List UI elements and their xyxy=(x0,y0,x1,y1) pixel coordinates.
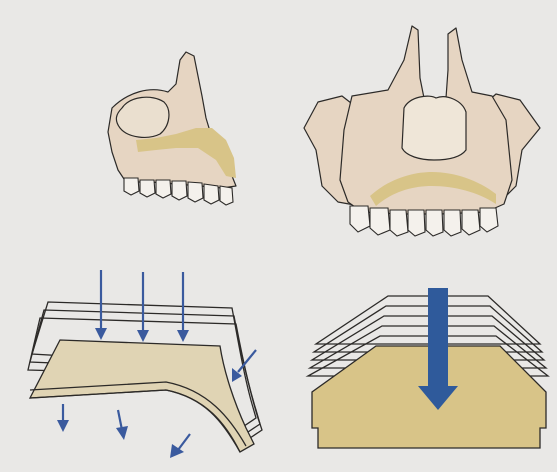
arrow-bottom-1-head xyxy=(57,420,69,432)
tooth xyxy=(462,210,480,235)
arrow-down-1-head xyxy=(95,328,107,340)
tooth xyxy=(172,181,187,200)
tooth xyxy=(444,210,461,236)
arrow-down-3-head xyxy=(177,330,189,342)
curved-layers-diagram xyxy=(28,270,262,458)
big-arrow-shaft xyxy=(428,288,448,390)
tooth xyxy=(124,178,139,195)
skull-frontal-view xyxy=(304,26,540,236)
tooth xyxy=(140,180,155,197)
maxilla-lateral-view xyxy=(108,52,236,205)
stacked-layers-diagram xyxy=(308,288,548,448)
arrow-bottom-3 xyxy=(178,434,190,450)
arrow-bottom-2-head xyxy=(116,426,128,440)
bottom-arrows xyxy=(57,404,190,458)
nasal-aperture xyxy=(402,96,466,160)
tooth xyxy=(188,182,203,202)
tooth xyxy=(156,180,171,198)
arrow-down-2-head xyxy=(137,330,149,342)
tooth xyxy=(480,208,498,232)
tooth xyxy=(204,184,219,204)
tooth xyxy=(426,210,443,236)
side-arrow xyxy=(232,350,256,382)
tooth xyxy=(350,206,370,232)
skull-teeth xyxy=(350,206,498,236)
arrow-bottom-2 xyxy=(118,410,122,430)
tooth xyxy=(390,210,408,236)
tooth xyxy=(408,210,425,236)
tooth xyxy=(220,186,233,205)
tooth xyxy=(370,208,390,235)
